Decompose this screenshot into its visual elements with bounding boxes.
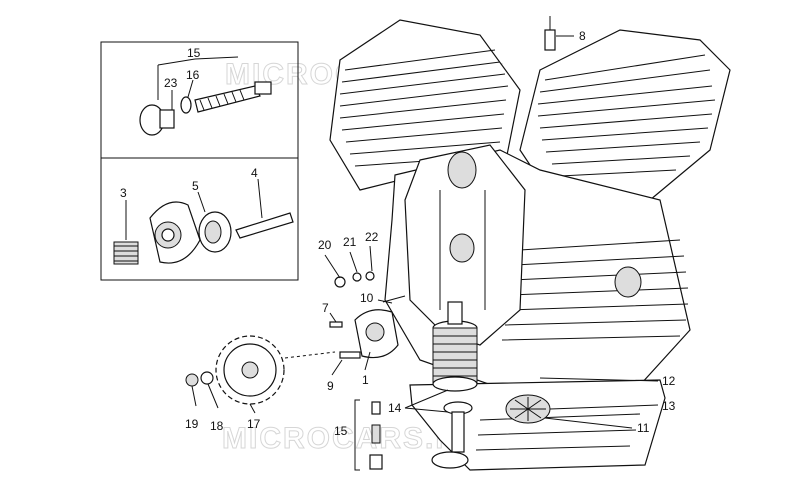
callout-18: 18	[210, 419, 224, 433]
callout-16: 16	[186, 68, 200, 82]
inset-box-valve	[100, 41, 299, 159]
callout-20: 20	[318, 238, 332, 252]
leader-lines-inset	[125, 56, 263, 240]
sprocket	[185, 335, 285, 405]
inset-box-pump	[100, 157, 299, 281]
leader-lines-main	[191, 35, 659, 471]
callout-12: 12	[662, 374, 676, 388]
callout-3: 3	[120, 186, 127, 200]
callout-7: 7	[322, 301, 329, 315]
callout-23: 23	[164, 76, 178, 90]
callout-14: 14	[388, 401, 402, 415]
callout-21: 21	[343, 235, 357, 249]
callout-22: 22	[365, 230, 379, 244]
oil-filter	[432, 301, 478, 392]
callout-13: 13	[662, 399, 676, 413]
callout-17: 17	[247, 417, 261, 431]
oil-pump-housing	[329, 271, 406, 359]
callout-4: 4	[251, 166, 258, 180]
callout-11: 11	[637, 421, 650, 435]
callout-5: 5	[192, 179, 199, 193]
callout-8: 8	[579, 29, 586, 43]
drain-assembly	[369, 401, 473, 470]
callout-15-top: 15	[187, 46, 201, 60]
callout-9: 9	[327, 379, 334, 393]
callout-19: 19	[185, 417, 199, 431]
callout-10: 10	[360, 291, 374, 305]
oil-strainer	[505, 394, 551, 424]
callout-15-bottom: 15	[334, 424, 348, 438]
callout-1: 1	[362, 373, 369, 387]
